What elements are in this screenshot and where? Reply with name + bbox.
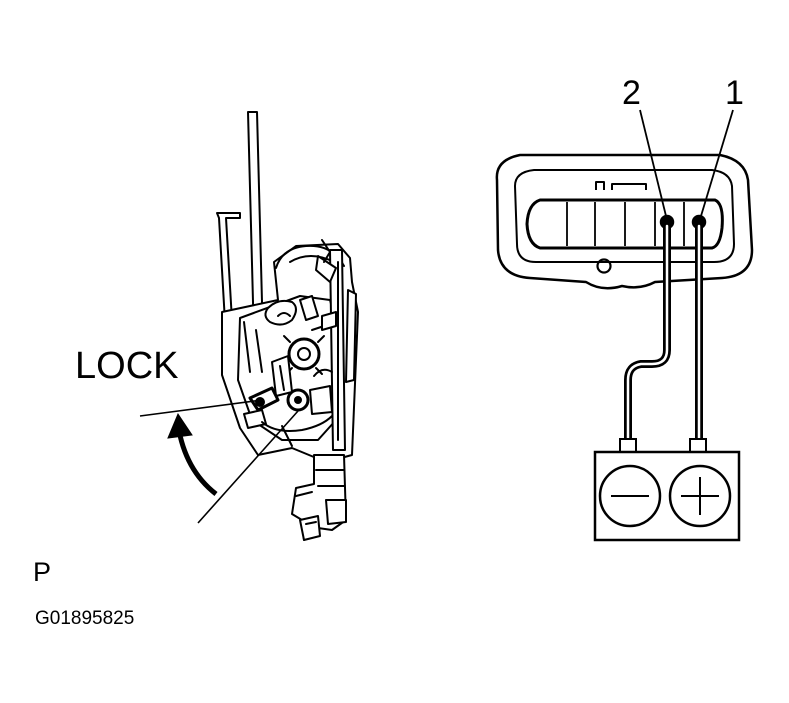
- pin-leader-lines: [639, 109, 734, 217]
- figure-id: G01895825: [35, 608, 135, 629]
- lock-inner-plate: [237, 295, 339, 441]
- pin-2-leader: [639, 109, 667, 217]
- pin-1-label: 1: [725, 74, 744, 112]
- pin-2-label: 2: [622, 74, 641, 112]
- connector-cavity: [525, 198, 724, 250]
- plus-icon: [668, 464, 732, 528]
- door-lock-assembly: [216, 111, 359, 541]
- lock-label: LOCK: [75, 345, 179, 387]
- negative-lead: [624, 218, 671, 444]
- connector-housing-outer: [495, 153, 754, 290]
- connector-housing-inner: [514, 169, 735, 263]
- arrowhead-icon: [167, 412, 193, 439]
- lock-gear-upper: [283, 335, 325, 375]
- view-label: P: [33, 557, 52, 587]
- negative-lead-core: [626, 224, 669, 442]
- lock-rotation-indicator: [139, 399, 299, 524]
- battery: [593, 438, 741, 542]
- test-leads: [624, 218, 703, 444]
- unlock-reference-line: [197, 410, 299, 524]
- pin-1-leader: [700, 109, 734, 217]
- motor-connector: [495, 153, 754, 290]
- lock-reference-line: [139, 399, 263, 417]
- lock-gear-lower: [286, 388, 310, 412]
- minus-icon: [598, 464, 662, 528]
- connector-locating-hole: [596, 258, 612, 274]
